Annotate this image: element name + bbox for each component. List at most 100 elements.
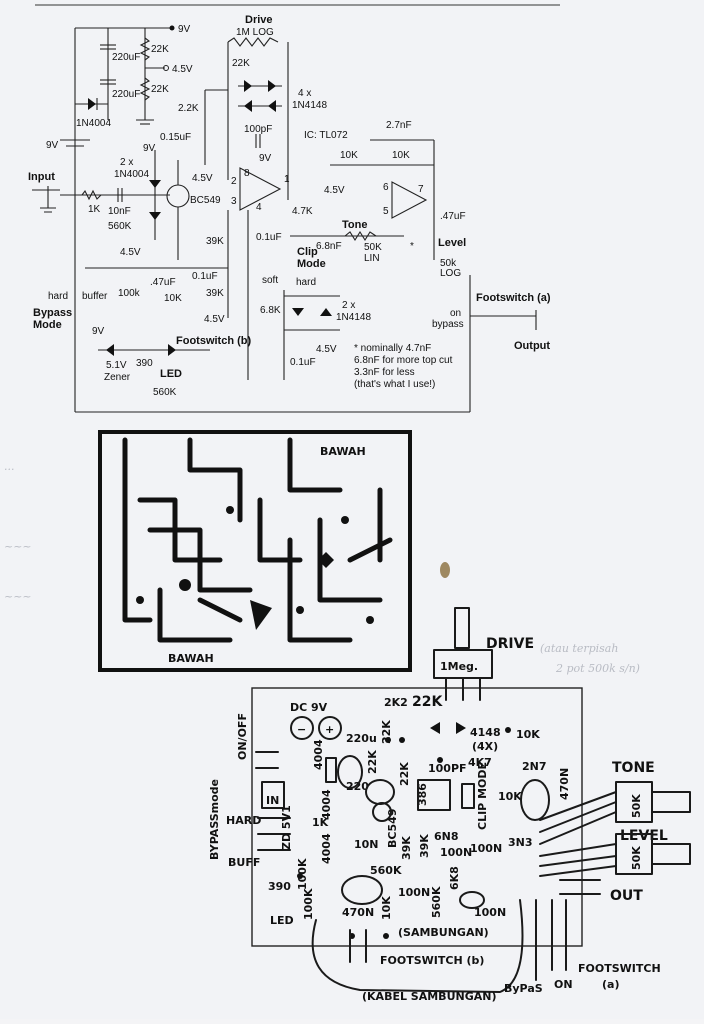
label-bias: 4.5V <box>316 344 337 355</box>
tone-section: Tone 6.8nF 50K LIN * 10K 10K 2.7nF 4.5V … <box>290 120 466 264</box>
label-r100k-a: 100K <box>296 858 309 890</box>
label-diodes-type: 1N4004 <box>114 169 149 180</box>
label-footswitch-a2: (a) <box>602 978 619 991</box>
label-in: IN <box>266 794 279 807</box>
label-z5v1: ZD 5V1 <box>280 805 293 850</box>
label-res-6k8: 6.8K <box>260 305 281 316</box>
label-v9: 9V <box>92 326 105 337</box>
label-diodes-2x: 2 x <box>342 300 355 311</box>
label-r10k-b: 10K <box>498 790 522 803</box>
label-c2n7: 2N7 <box>522 760 547 773</box>
label-pin3: 3 <box>231 196 237 207</box>
svg-text:~~~: ~~~ <box>4 590 32 603</box>
led-indicator-section: 9V 5.1V Zener 390 LED 560K Footswitch (b… <box>92 326 251 398</box>
label-tone: TONE <box>612 760 655 776</box>
label-cap-47: .47uF <box>440 211 466 222</box>
label-rail-4v5: 4.5V <box>172 64 193 75</box>
label-diode: 1N4004 <box>76 118 111 129</box>
dc-jack: DC 9V − + <box>290 701 342 740</box>
label-cap-68: 6.8nF <box>316 241 342 252</box>
label-res-100k: 100k <box>118 288 141 299</box>
label-pot-50k-a: 50K <box>630 794 643 818</box>
label-pot: 1M LOG <box>236 27 274 38</box>
label-res-560k: 560K <box>108 221 132 232</box>
label-bypass: bypass <box>432 319 464 330</box>
label-r2k2: 2K2 <box>384 696 408 709</box>
label-pin1: 1 <box>284 174 290 185</box>
label-out: OUT <box>610 888 643 904</box>
label-res-10k: 10K <box>164 293 182 304</box>
label-diodes-2x: 2 x <box>120 157 133 168</box>
label-pin5: 5 <box>383 206 389 217</box>
label-res-10k-b: 10K <box>392 150 410 161</box>
label-on-off: ON/OFF <box>236 713 249 760</box>
label-c3n3: 3N3 <box>508 836 533 849</box>
component-layout: 1Meg. DRIVE (atau terpisah 2 pot 500k s/… <box>208 607 691 1003</box>
label-res-4k7: 4.7K <box>292 206 313 217</box>
label-res-22k: 22K <box>232 58 250 69</box>
tone-level-pots: TONE 50K LEVEL 50K <box>539 760 691 877</box>
label-c100n-b: 100N <box>440 846 472 859</box>
label-r22k-top: 22K <box>412 694 443 710</box>
clipping-diodes-4x <box>238 80 282 112</box>
label-c10n: 10N <box>354 838 379 851</box>
label-res-2k2: 2.2K <box>178 103 199 114</box>
label-c100n-c: 100N <box>398 886 430 899</box>
label-drive-label: DRIVE <box>486 636 534 652</box>
label-bias: 4.5V <box>324 185 345 196</box>
opamp-a <box>239 167 282 211</box>
label-v9-top: 9V <box>143 143 156 154</box>
board-outline <box>251 687 583 947</box>
label-kabel: (KABEL SAMBUNGAN) <box>362 990 496 1003</box>
label-transistor: BC549 <box>190 195 221 206</box>
label-cap-10nf: 10nF <box>108 206 131 217</box>
label-diodes-4x: 4 x <box>298 88 311 99</box>
label-star: * <box>410 241 414 252</box>
label-v9: 9V <box>259 153 272 164</box>
label-drive-pot: 1Meg. <box>440 660 478 673</box>
label-diodes-type: 1N4148 <box>336 312 371 323</box>
label-r22k-b: 22K <box>366 750 379 774</box>
label-hard: hard <box>296 277 316 288</box>
label-l2: 6.8nF for more top cut <box>354 355 453 366</box>
label-buffer: buffer <box>82 291 108 302</box>
label-r39k-b: 39K <box>418 834 431 858</box>
label-c100n-d: 100N <box>474 906 506 919</box>
label-output: Output <box>514 340 550 352</box>
label-dc: DC 9V <box>290 701 328 714</box>
label-c100pf: 100PF <box>428 762 467 775</box>
label-diodes-type: 1N4148 <box>292 100 327 111</box>
label-pot: 50k <box>440 258 457 269</box>
label-footswitch-b: Footswitch (b) <box>176 335 251 347</box>
label-cap-220uf-b: 220uF <box>112 89 140 100</box>
label-l1: * nominally 4.7nF <box>354 343 431 354</box>
label-r10k-c: 10K <box>380 896 393 920</box>
label-bypass-mode: BYPASSmode <box>208 779 221 860</box>
label-drive-note-b: 2 pot 500k s/n) <box>555 662 640 675</box>
footswitch-b: FOOTSWITCH (b) (KABEL SAMBUNGAN) <box>311 899 524 1003</box>
label-taper: LOG <box>440 268 461 279</box>
pcb-label-bottom: BAWAH <box>168 652 214 665</box>
label-c470n-a: 470N <box>558 768 571 800</box>
level-output-section: Level 50k LOG Footswitch (a) on bypass O… <box>432 237 551 412</box>
label-bias-4v5: 4.5V <box>120 247 141 258</box>
footswitch-a: ByPaS ON FOOTSWITCH (a) <box>504 899 661 995</box>
label-pin2: 2 <box>231 176 237 187</box>
label-hard: HARD <box>226 814 261 827</box>
label-led: LED <box>270 914 294 927</box>
label-res-10k-a: 10K <box>340 150 358 161</box>
pcb-outline <box>98 430 412 672</box>
bleed-through-marks: ... ~~~ ~~~ <box>4 460 32 603</box>
on-off-switch: ON/OFF <box>236 713 279 769</box>
label-res-22k-a: 22K <box>151 44 169 55</box>
label-res-390: 390 <box>136 358 153 369</box>
label-r390: 390 <box>268 880 291 893</box>
label-bias: 4.5V <box>192 173 213 184</box>
label-clip-mode: CLIP MODE <box>476 762 489 830</box>
label-c6n8: 6N8 <box>434 830 459 843</box>
label-tone-label: Tone <box>342 219 367 231</box>
label-d4004b: 4004 <box>320 789 333 820</box>
